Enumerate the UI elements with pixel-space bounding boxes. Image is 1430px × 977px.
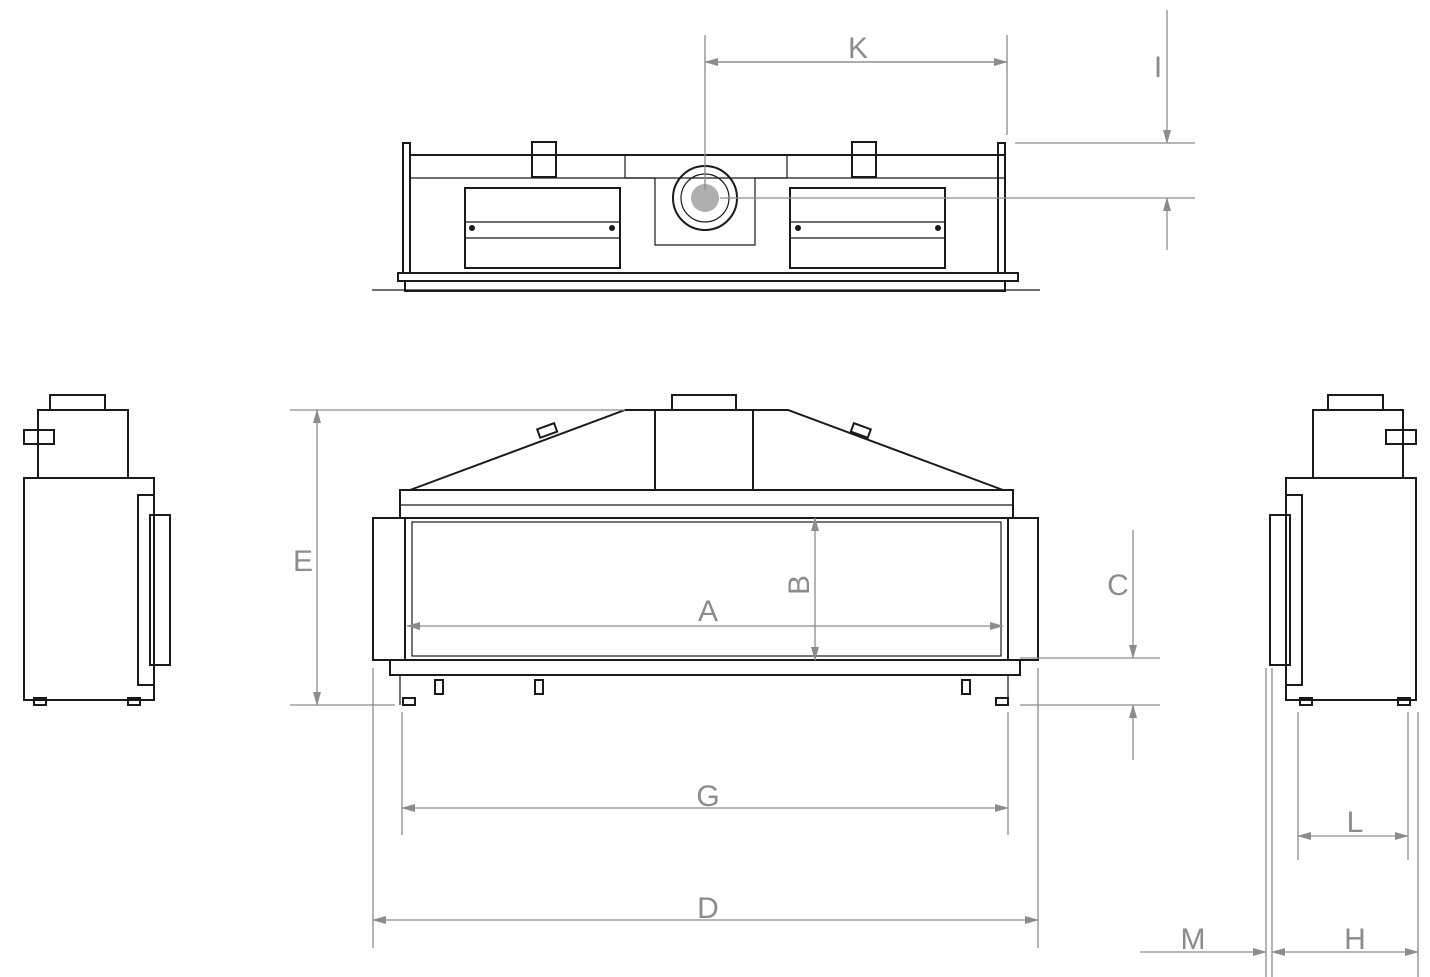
left-side-view [23, 394, 171, 706]
right-side-view [1269, 394, 1417, 706]
label-b: B [783, 575, 816, 595]
front-view [372, 394, 1039, 706]
dimension-lines [290, 10, 1419, 977]
dimension-labels: K I E A B C G D L M H [293, 32, 1366, 956]
label-g: G [696, 780, 719, 813]
label-m: M [1181, 923, 1206, 956]
label-i: I [1154, 51, 1162, 84]
label-h: H [1344, 923, 1366, 956]
label-e: E [293, 545, 313, 578]
label-k: K [848, 32, 868, 65]
label-c: C [1107, 569, 1129, 602]
top-view [372, 141, 1040, 292]
label-l: L [1347, 806, 1364, 839]
label-a: A [698, 595, 718, 628]
label-d: D [697, 892, 719, 925]
